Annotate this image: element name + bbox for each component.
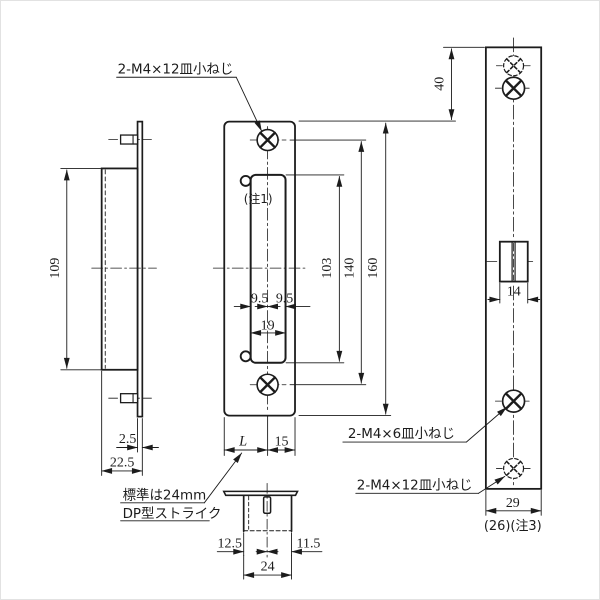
dim-L-15 — [223, 416, 296, 456]
dim-160-label: 160 — [366, 258, 381, 279]
dim-19-label: 19 — [261, 318, 275, 333]
top-screw-callout-label: 2-M4×12皿小ねじ — [118, 61, 234, 77]
dim-40 — [443, 46, 485, 121]
screw-top-solid — [494, 76, 533, 101]
leader-line — [477, 475, 506, 494]
screw-top-front — [256, 128, 279, 152]
screw-bottom-hidden — [495, 457, 532, 480]
phillips-cross-icon — [259, 376, 276, 394]
screw-bottom-front — [256, 373, 279, 396]
dim-11-5-label: 11.5 — [297, 537, 321, 552]
top-callout — [116, 76, 263, 132]
dim-14 — [487, 282, 541, 304]
m4x12-callout-label: 2-M4×12皿小ねじ — [357, 477, 473, 493]
dim-right-stack — [285, 120, 456, 417]
m4x6-callout-label: 2-M4×6皿小ねじ — [348, 426, 455, 442]
side-view — [60, 120, 159, 476]
dim-L-label: L — [238, 434, 247, 450]
screw-bottom-solid — [494, 389, 533, 413]
leader-line — [203, 452, 243, 504]
dim-22-5 — [101, 370, 143, 476]
latch-slot-edge — [486, 240, 536, 283]
dim-14-label: 14 — [507, 285, 521, 300]
dim-109 — [60, 167, 102, 371]
note1-label: (注1) — [244, 191, 273, 206]
phillips-cross-icon — [504, 392, 523, 410]
phillips-cross-icon — [506, 460, 522, 477]
m4x6-callout — [342, 406, 508, 443]
latch-cutout — [249, 173, 287, 364]
dp-strike-detail — [216, 482, 323, 580]
drawing-text: 2-M4×12皿小ねじ 109 2.5 22.5 (注1) 9.5 9.5 19… — [48, 61, 542, 574]
dim-15-label: 15 — [275, 435, 289, 450]
note3-label: (26)(注3) — [484, 519, 542, 534]
dim-2-5-label: 2.5 — [119, 432, 136, 447]
dim-140-label: 140 — [342, 258, 357, 279]
dim-29-label: 29 — [506, 496, 520, 511]
cutout-notch-top — [239, 174, 252, 187]
dim-40-label: 40 — [433, 77, 448, 91]
dim-12-5-label: 12.5 — [218, 537, 242, 552]
edge-view — [342, 37, 543, 516]
strike-note-line2: DP型ストライク — [123, 506, 222, 522]
dim-22-5-label: 22.5 — [110, 455, 134, 470]
side-screw-top — [119, 134, 139, 145]
dim-29 — [485, 489, 542, 516]
phillips-cross-icon — [259, 131, 276, 149]
dim-9-5-right-label: 9.5 — [276, 291, 293, 306]
cutout-notch-bottom — [239, 350, 252, 363]
screw-top-hidden — [495, 55, 532, 77]
side-screw-bottom — [119, 393, 139, 404]
strike-note-callout — [120, 452, 243, 522]
front-view — [116, 76, 456, 522]
dim-24-label: 24 — [261, 560, 275, 575]
leader-line — [465, 406, 508, 443]
leader-line — [235, 76, 263, 132]
dp-flange — [222, 490, 299, 497]
side-strike-box — [100, 167, 139, 371]
m4x12-callout — [355, 475, 506, 494]
phillips-cross-icon — [506, 58, 522, 74]
dim-24 — [243, 555, 292, 580]
dim-9-5-left-label: 9.5 — [251, 291, 268, 306]
phillips-cross-icon — [504, 79, 523, 97]
dim-103-label: 103 — [320, 258, 335, 279]
dim-12-5-11-5 — [216, 532, 323, 557]
dim-109-label: 109 — [48, 258, 63, 279]
strike-note-line1: 標準は24mm — [123, 487, 207, 503]
dim-2-5 — [116, 418, 159, 476]
